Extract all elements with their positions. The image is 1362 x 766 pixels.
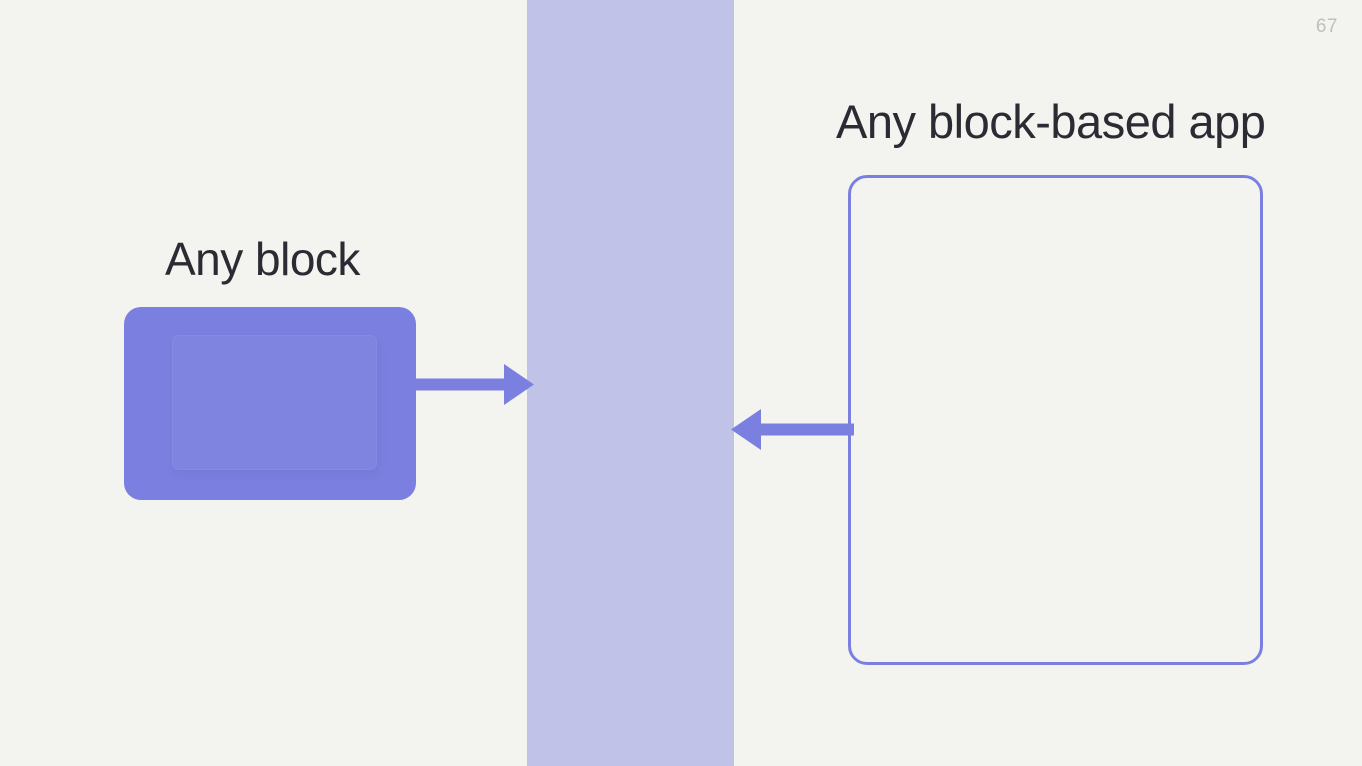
any-block-shape — [124, 307, 416, 500]
arrow-right-icon — [410, 362, 535, 412]
page-number: 67 — [1315, 16, 1338, 37]
right-heading: Any block-based app — [836, 95, 1266, 148]
any-block-inner-rect — [172, 335, 377, 470]
left-heading: Any block — [165, 233, 360, 285]
block-based-app-frame — [848, 175, 1263, 665]
center-band — [527, 0, 734, 766]
arrow-left-icon — [730, 407, 855, 457]
